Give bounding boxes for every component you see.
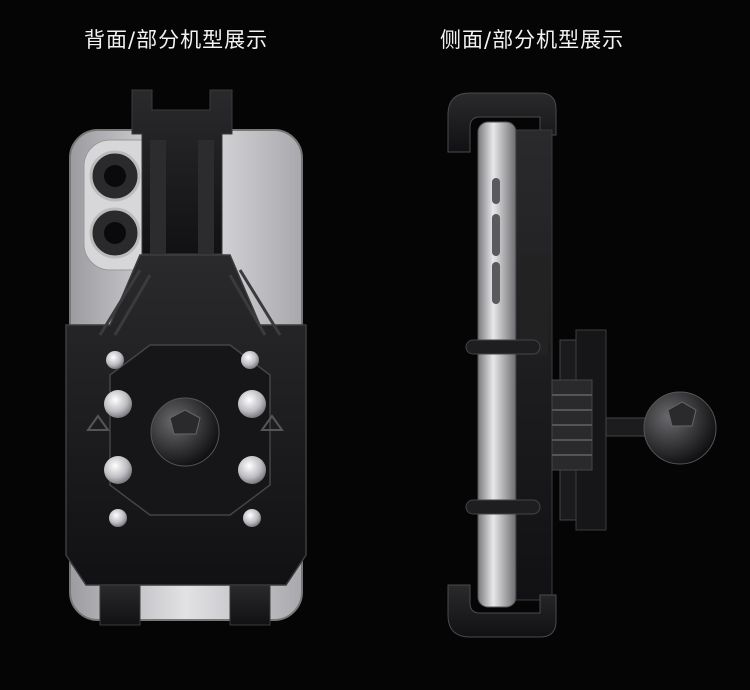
side-ball-joint	[643, 391, 717, 465]
side-bottom-hook	[447, 584, 557, 638]
side-top-hook	[447, 92, 557, 153]
back-view	[65, 89, 307, 626]
screw-icon	[104, 351, 266, 527]
side-view-caption: 侧面/部分机型展示	[440, 28, 625, 52]
side-view	[447, 92, 717, 638]
top-clamp	[131, 89, 233, 255]
back-view-caption: 背面/部分机型展示	[84, 28, 269, 52]
bottom-clamp	[99, 584, 271, 626]
